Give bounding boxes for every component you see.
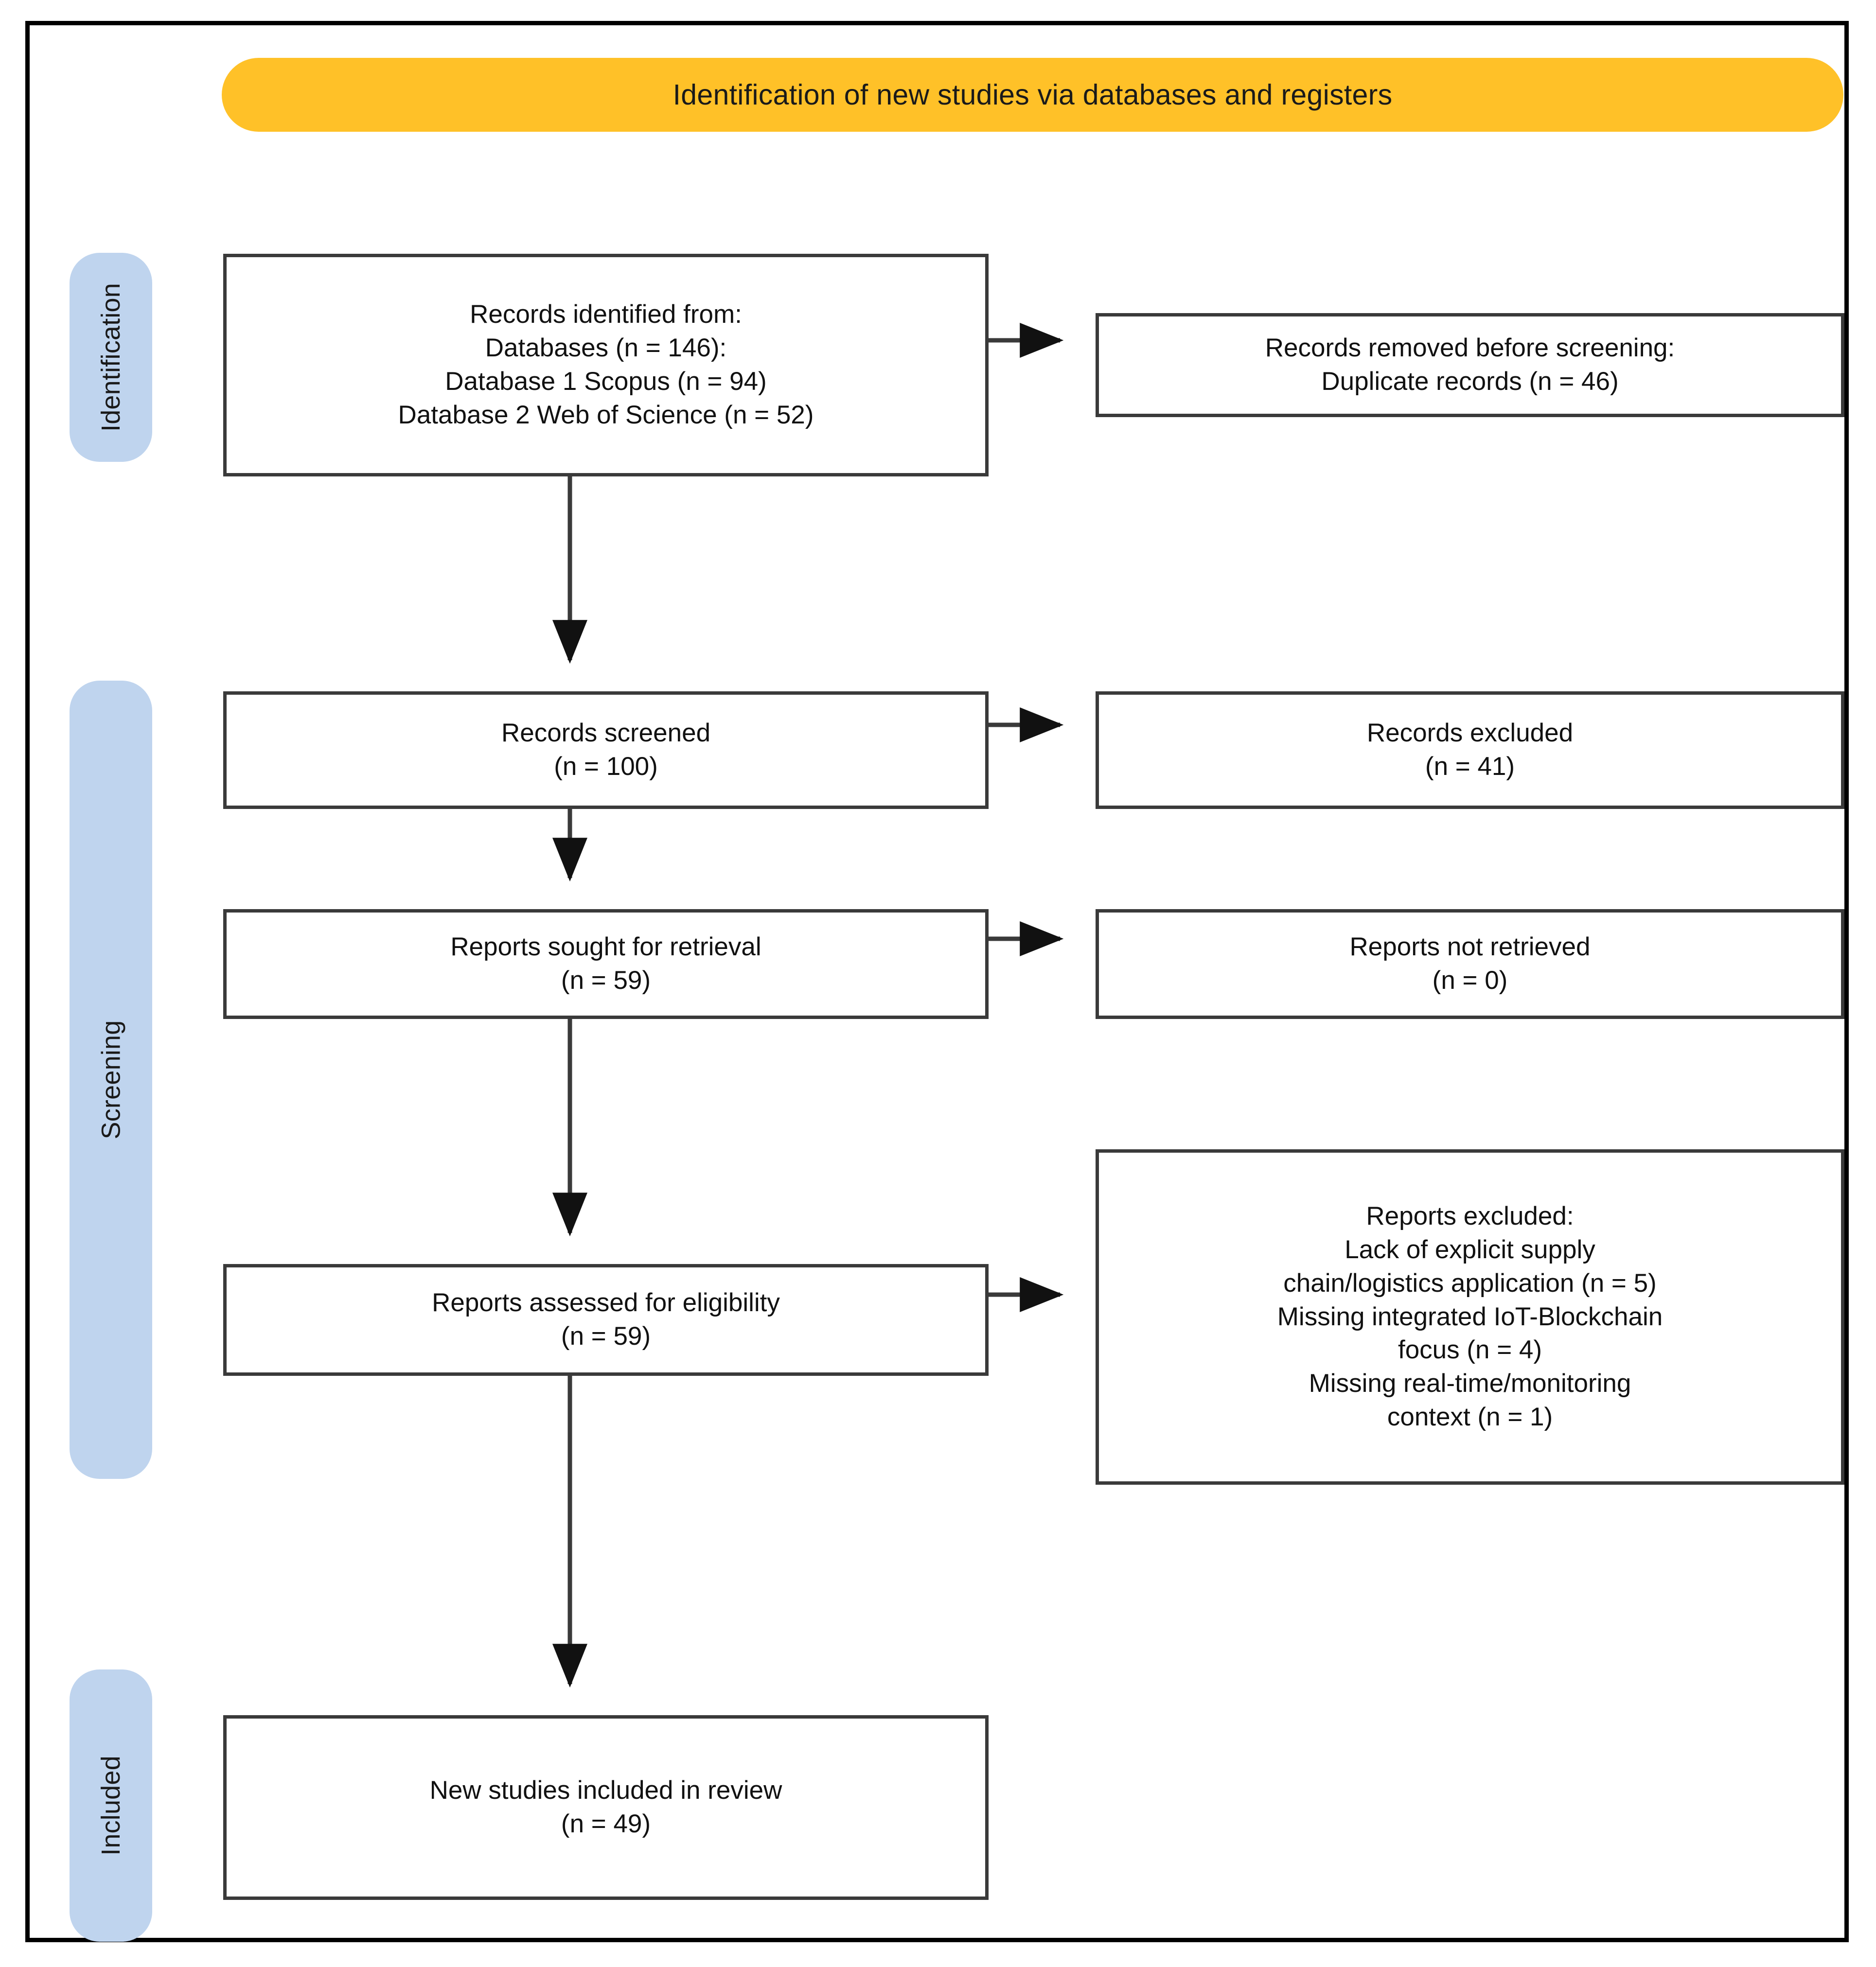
box-line: (n = 59)	[561, 966, 651, 995]
box-line: chain/logistics application (n = 5)	[1283, 1268, 1657, 1298]
stage-label-included: Included	[96, 1756, 126, 1856]
box-line: Lack of explicit supply	[1345, 1235, 1595, 1264]
stage-label-identification: Identification	[96, 283, 125, 432]
box-records-removed-before-screening: Records removed before screening: Duplic…	[1096, 313, 1844, 417]
stage-pill-included: Included	[70, 1669, 152, 1942]
box-line: Databases (n = 146):	[485, 334, 727, 363]
box-line: (n = 59)	[561, 1322, 651, 1351]
box-line: Reports sought for retrieval	[450, 932, 761, 962]
box-line: Reports excluded:	[1366, 1201, 1574, 1230]
stage-pill-identification: Identification	[70, 253, 152, 462]
box-line: (n = 49)	[561, 1809, 651, 1838]
box-records-excluded: Records excluded (n = 41)	[1096, 691, 1844, 809]
box-line: (n = 0)	[1432, 966, 1508, 995]
box-line: Database 1 Scopus (n = 94)	[445, 367, 767, 396]
box-line: Records excluded	[1366, 719, 1574, 748]
diagram-outer-frame: Identification of new studies via databa…	[25, 21, 1849, 1942]
box-records-screened: Records screened (n = 100)	[223, 691, 989, 809]
stage-pill-screening: Screening	[70, 681, 152, 1479]
box-line: Records screened	[501, 719, 711, 748]
box-line: Records removed before screening:	[1265, 334, 1675, 363]
diagram-title-banner: Identification of new studies via databa…	[222, 58, 1843, 132]
box-line: (n = 100)	[554, 752, 658, 781]
page-title: Identification of new studies via databa…	[673, 79, 1393, 111]
box-records-identified: Records identified from: Databases (n = …	[223, 254, 989, 476]
box-reports-not-retrieved: Reports not retrieved (n = 0)	[1096, 909, 1844, 1019]
box-line: New studies included in review	[429, 1776, 782, 1805]
box-line: Reports assessed for eligibility	[432, 1288, 780, 1317]
stage-label-screening: Screening	[96, 1020, 125, 1140]
box-line: Reports not retrieved	[1349, 932, 1591, 962]
box-line: Duplicate records (n = 46)	[1321, 367, 1619, 396]
box-line: focus (n = 4)	[1398, 1335, 1542, 1365]
box-line: context (n = 1)	[1387, 1403, 1553, 1432]
box-reports-sought-for-retrieval: Reports sought for retrieval (n = 59)	[223, 909, 989, 1019]
box-line: Database 2 Web of Science (n = 52)	[398, 400, 814, 429]
box-reports-excluded-with-reasons: Reports excluded: Lack of explicit suppl…	[1096, 1149, 1844, 1485]
box-line: Missing real-time/monitoring	[1309, 1369, 1631, 1398]
box-line: (n = 41)	[1425, 752, 1515, 781]
box-new-studies-included-in-review: New studies included in review (n = 49)	[223, 1715, 989, 1900]
box-line: Missing integrated IoT-Blockchain	[1277, 1302, 1663, 1331]
box-line: Records identified from:	[470, 300, 742, 329]
box-reports-assessed-for-eligibility: Reports assessed for eligibility (n = 59…	[223, 1264, 989, 1376]
